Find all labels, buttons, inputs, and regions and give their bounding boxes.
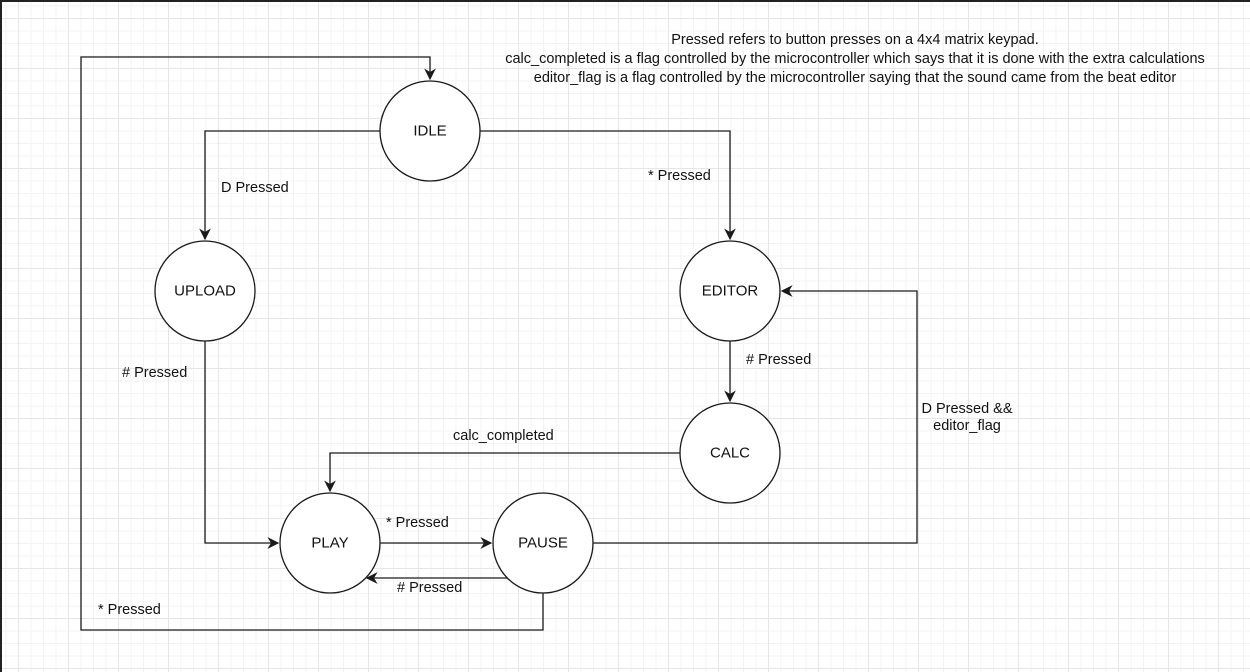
state-play-circle[interactable] xyxy=(279,492,381,594)
label-idle-to-upload: D Pressed xyxy=(221,180,289,196)
note-line-pressed: Pressed refers to button presses on a 4x… xyxy=(671,32,1039,48)
state-calc-label: CALC xyxy=(710,445,750,462)
label-upload-to-play: # Pressed xyxy=(122,365,187,381)
edge-upload-to-play[interactable] xyxy=(204,341,280,549)
state-editor-label: EDITOR xyxy=(702,283,759,300)
label-pause-to-editor-line1: D Pressed && xyxy=(921,401,1012,417)
state-pause-circle[interactable] xyxy=(492,492,594,594)
label-editor-to-calc: # Pressed xyxy=(746,352,811,368)
edge-pause-to-idle[interactable] xyxy=(80,56,544,631)
note-line-calc-completed: calc_completed is a flag controlled by t… xyxy=(505,51,1205,67)
label-pause-to-play: # Pressed xyxy=(397,580,462,596)
edge-pause-to-editor[interactable] xyxy=(593,285,918,544)
edge-calc-to-play[interactable] xyxy=(324,452,680,493)
state-play[interactable]: PLAY xyxy=(279,492,381,594)
state-editor[interactable]: EDITOR xyxy=(679,240,781,342)
state-play-label: PLAY xyxy=(311,535,348,552)
state-calc[interactable]: CALC xyxy=(679,402,781,504)
label-idle-to-editor: * Pressed xyxy=(648,168,711,184)
edge-idle-to-editor[interactable] xyxy=(480,130,736,241)
legend-note: Pressed refers to button presses on a 4x… xyxy=(480,31,1230,88)
state-editor-circle[interactable] xyxy=(679,240,781,342)
state-idle[interactable]: IDLE xyxy=(379,80,481,182)
canvas-border-left xyxy=(0,0,2,672)
state-idle-circle[interactable] xyxy=(379,80,481,182)
label-calc-to-play: calc_completed xyxy=(453,428,554,444)
canvas-border-top xyxy=(0,0,1250,2)
label-pause-to-idle: * Pressed xyxy=(98,602,161,618)
state-idle-label: IDLE xyxy=(413,123,446,140)
state-upload[interactable]: UPLOAD xyxy=(154,240,256,342)
state-calc-circle[interactable] xyxy=(679,402,781,504)
state-upload-label: UPLOAD xyxy=(174,283,236,300)
state-pause-label: PAUSE xyxy=(518,535,568,552)
label-pause-to-editor-line2: editor_flag xyxy=(933,418,1001,434)
edge-idle-to-upload[interactable] xyxy=(199,130,380,241)
label-play-to-pause: * Pressed xyxy=(386,515,449,531)
state-upload-circle[interactable] xyxy=(154,240,256,342)
state-pause[interactable]: PAUSE xyxy=(492,492,594,594)
note-line-editor-flag: editor_flag is a flag controlled by the … xyxy=(533,70,1177,86)
